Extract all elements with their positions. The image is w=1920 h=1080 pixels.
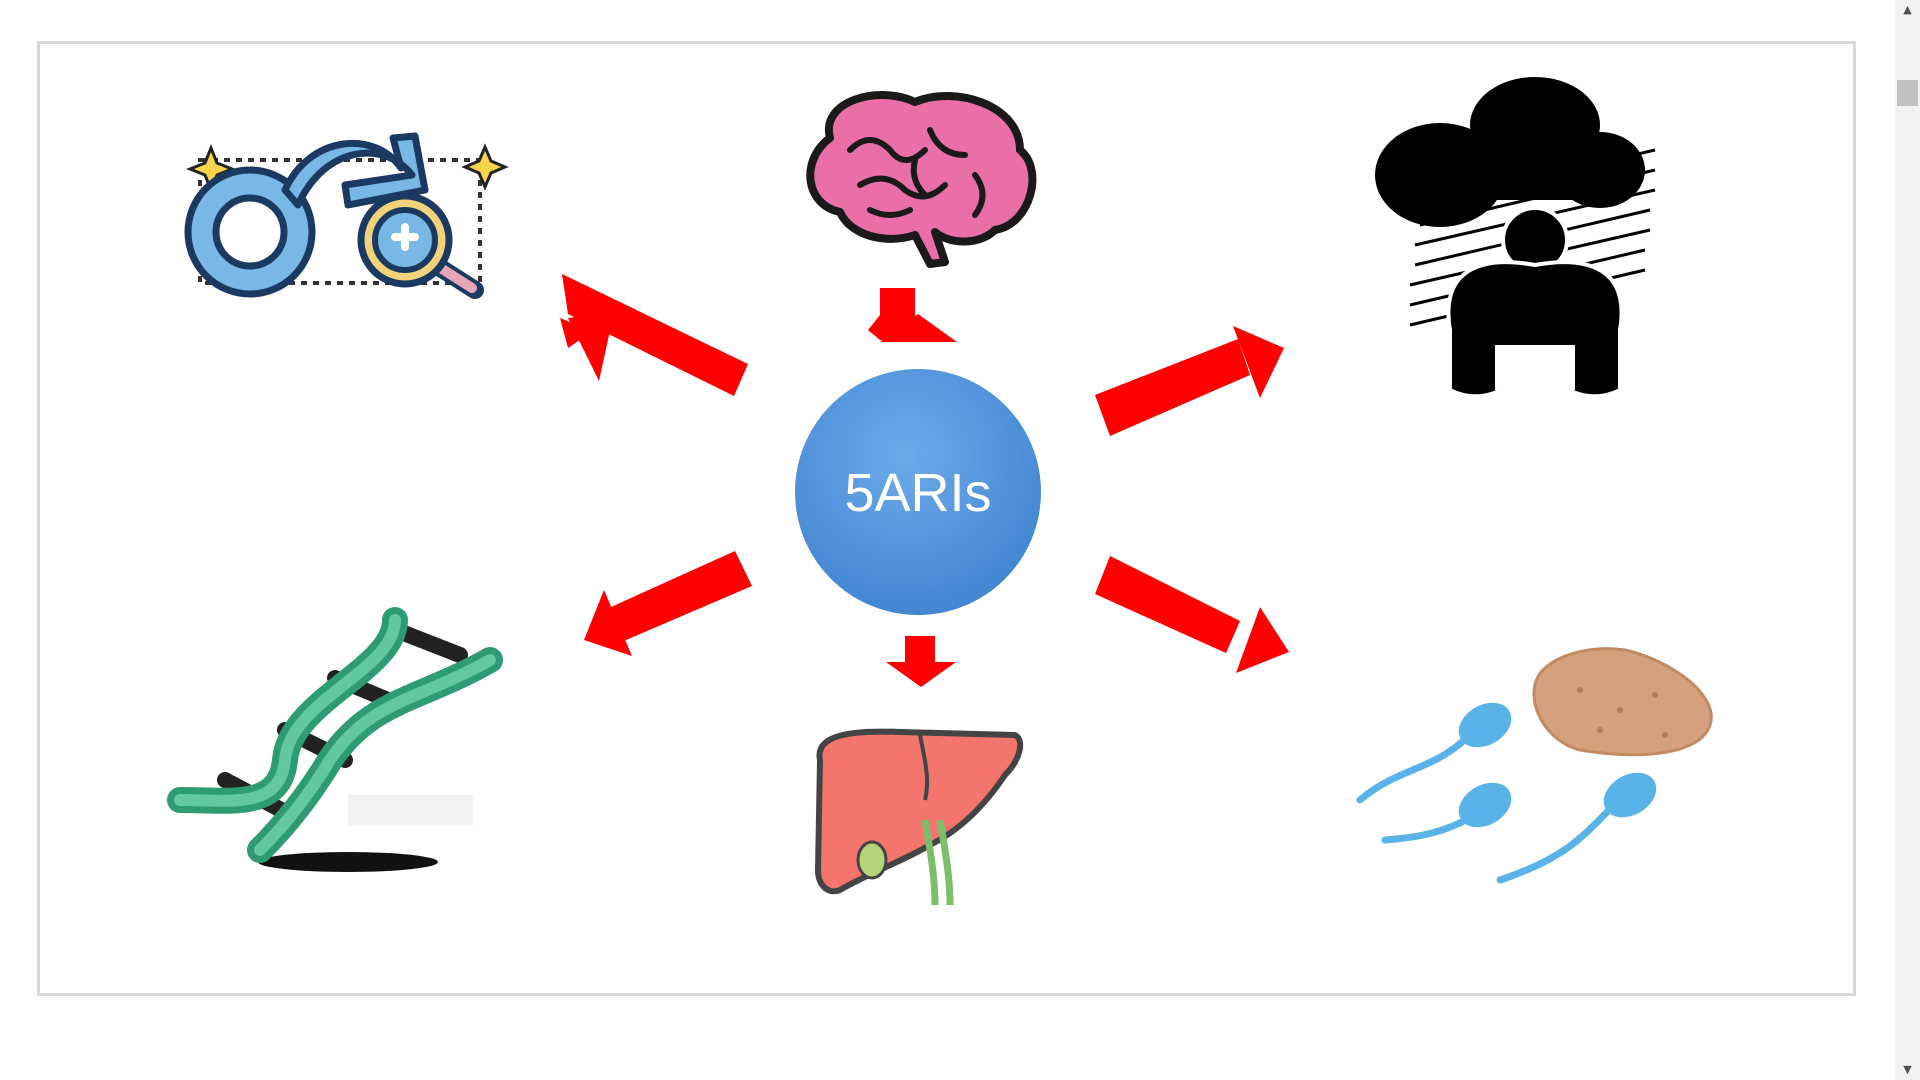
brain-icon	[806, 91, 1037, 268]
depressed-person-icon	[1375, 77, 1656, 399]
arrowhead-up	[880, 314, 957, 342]
arrowhead-up-right	[1233, 326, 1284, 398]
arrow-down	[886, 636, 956, 687]
arrows	[560, 274, 1289, 687]
center-node: 5ARIs	[795, 369, 1041, 615]
arrowhead-down-left	[584, 590, 632, 656]
scroll-up-icon[interactable]: ▲	[1903, 3, 1912, 16]
scroll-down-icon[interactable]: ▼	[1903, 1063, 1912, 1076]
scrollbar-thumb[interactable]	[1897, 80, 1918, 106]
sperm-egg-icon	[1356, 647, 1713, 884]
arrowhead-up-left	[568, 312, 614, 381]
arrow-up-left	[562, 274, 748, 396]
arrow-down-left	[600, 551, 752, 646]
dna-icon	[167, 607, 503, 872]
arrow-down-right	[1095, 556, 1240, 653]
center-node-label: 5ARIs	[844, 463, 991, 523]
arrow-up-head	[868, 315, 880, 340]
arrowhead-down-right	[1236, 607, 1289, 673]
male-symbol-magnifier-icon	[184, 132, 509, 299]
arrow-up-right	[1095, 339, 1250, 436]
liver-icon	[815, 728, 1024, 906]
vertical-scrollbar[interactable]: ▲ ▼	[1895, 0, 1920, 1080]
